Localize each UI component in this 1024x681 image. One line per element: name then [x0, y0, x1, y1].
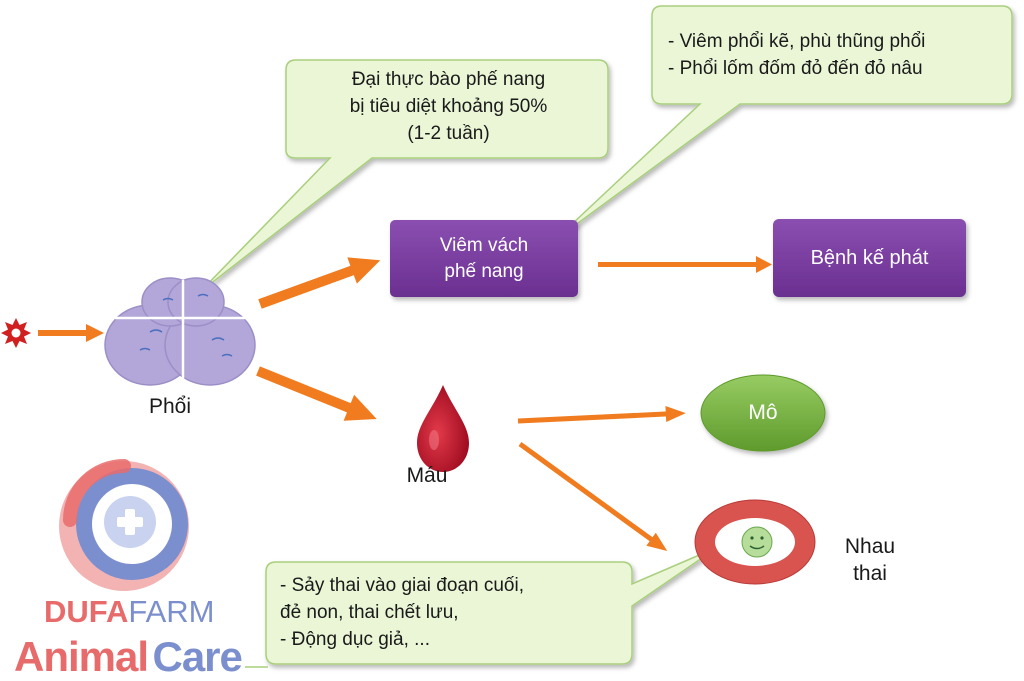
brand-name: DUFAFARM: [44, 594, 215, 630]
arrow-blood-to-placenta: [518, 441, 668, 551]
blood-drop-icon: [417, 385, 469, 472]
callout-abortion-line-3: - Động dục giả, ...: [280, 629, 430, 650]
callout-macrophage-line-3: (1-2 tuần): [407, 123, 490, 144]
brand-name-part-1: DUFA: [44, 594, 129, 629]
lung-icon: [104, 277, 256, 386]
node-alveolar-inflammation: [390, 220, 578, 297]
callout-pneumonia: [554, 5, 1013, 241]
callout-macrophage-line-1: Đại thực bào phế nang: [351, 69, 546, 90]
callout-abortion-text: - Sảy thai vào giai đoạn cuối, đẻ non, t…: [280, 572, 620, 653]
callout-pneumonia-line-2: - Phổi lốm đốm đỏ đến đỏ nâu: [668, 58, 923, 79]
callout-macrophage-text: Đại thực bào phế nang bị tiêu diệt khoản…: [296, 66, 601, 147]
arrow-lung-to-blood: [256, 366, 377, 421]
arrow-inflammation-to-secondary: [598, 256, 772, 273]
placenta-label: Nhau thai: [830, 533, 910, 587]
brand-logo-icon: [59, 459, 268, 668]
callout-pneumonia-text: - Viêm phổi kẽ, phù thũng phổi - Phổi lố…: [668, 28, 1008, 82]
alveolar-inflammation-label: Viêm vách phế nang: [390, 220, 578, 297]
arrow-blood-to-tissue: [517, 406, 686, 424]
brand-tagline: Animal Care: [14, 633, 243, 681]
arrow-lung-to-inflammation: [258, 257, 381, 309]
lung-label: Phổi: [148, 395, 192, 418]
callout-abortion-line-2: đẻ non, thai chết lưu,: [280, 602, 459, 623]
callout-macrophage: [199, 59, 609, 293]
tissue-label: Mô: [748, 401, 778, 424]
callout-macrophage-line-2: bị tiêu diệt khoảng 50%: [349, 96, 548, 117]
placenta-icon: [694, 499, 816, 585]
brand-tagline-part-1: Animal: [14, 633, 149, 680]
callout-abortion-line-1: - Sảy thai vào giai đoạn cuối,: [280, 575, 524, 596]
arrow-pathogen-to-lung: [38, 324, 104, 342]
blood-label: Máu: [406, 464, 448, 487]
placenta-label-line-2: thai: [853, 562, 887, 585]
brand-name-part-2: FARM: [128, 594, 215, 629]
pathogen-star-icon: [1, 318, 31, 348]
node-tissue: [700, 374, 826, 452]
arrows: [38, 256, 772, 551]
callout-pneumonia-line-1: - Viêm phổi kẽ, phù thũng phổi: [668, 31, 926, 52]
node-secondary-disease: [773, 219, 966, 297]
alveolar-inflammation-line-1: Viêm vách: [439, 234, 529, 256]
secondary-disease-label: Bệnh kế phát: [810, 247, 929, 269]
alveolar-inflammation-line-2: phế nang: [444, 260, 524, 282]
brand-tagline-part-2: Care: [152, 633, 242, 680]
placenta-label-line-1: Nhau: [844, 535, 896, 558]
callout-abortion: [265, 546, 719, 665]
